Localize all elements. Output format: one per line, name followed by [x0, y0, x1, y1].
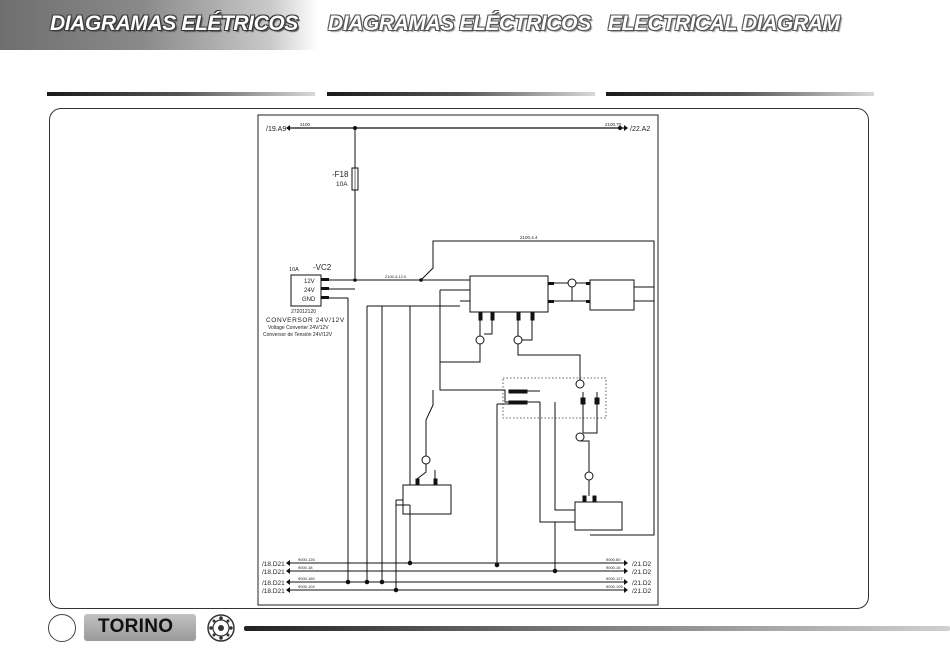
footer-band: [84, 614, 196, 641]
converter-name: -VC2: [313, 263, 332, 272]
ref-left-4: /18.D21: [262, 588, 285, 595]
load-left: [395, 306, 452, 515]
header-tab: [0, 0, 318, 50]
brand-logo-icon: [207, 614, 235, 642]
wire-mid: 2100.4.4: [520, 235, 538, 240]
bus-arrows: [286, 560, 628, 593]
ref-left-1: /18.D21: [262, 561, 285, 568]
load-right: [496, 402, 623, 565]
fuse-name: -F18: [332, 170, 349, 179]
ref-left-2: /18.D21: [262, 569, 285, 576]
converter-rating: 10A: [289, 267, 299, 273]
fuse-rating: 10A: [336, 181, 348, 188]
ref-right-3: /21.D2: [632, 580, 652, 587]
converter-label-pt: CONVERSOR 24V/12V: [266, 317, 345, 324]
converter-pin-gnd: GND: [302, 297, 316, 303]
wire-left-4: 9000.104: [298, 584, 315, 589]
title-en: ELECTRICAL DIAGRAM: [608, 12, 840, 35]
ref-right-2: /21.D2: [632, 569, 652, 576]
footer-circle: [48, 614, 76, 642]
converter-code: 272012120: [291, 309, 316, 315]
wire-right-3: 9000.127: [606, 576, 623, 581]
ref-top-right: /22.A2: [630, 126, 650, 133]
header-rule-2: [327, 92, 595, 96]
wire-conv: 2100.4.12.0: [385, 274, 407, 279]
wire-left-3: 9000.160: [298, 576, 315, 581]
module-pins: [439, 311, 581, 393]
ref-right-4: /21.D2: [632, 588, 652, 595]
wire-right-2: 9000.16: [606, 565, 621, 570]
header-rule-1: [47, 92, 315, 96]
top-bus: [286, 125, 628, 131]
header-rule-3: [606, 92, 874, 96]
wire-left-1: 9000.126: [298, 557, 315, 562]
diagram-frame: [49, 108, 869, 609]
module-central: [366, 275, 654, 582]
wire-top-left: 2100: [300, 122, 311, 127]
converter-pin-24v: 24V: [304, 288, 315, 294]
converter-label-es: Conversor de Tensión 24V/12V: [263, 332, 333, 338]
sheet-border: [257, 114, 659, 606]
bottom-buses: [290, 562, 624, 591]
ref-left-3: /18.D21: [262, 580, 285, 587]
title-pt: DIAGRAMAS ELÉTRICOS: [50, 12, 298, 35]
footer-rule: [244, 626, 950, 631]
footer-model: TORINO: [98, 616, 174, 637]
wire-right-4: 9000.105: [606, 584, 623, 589]
upper-loop: [420, 240, 655, 536]
wire-top-right: 2100.70: [605, 122, 622, 127]
converter-vc2: [290, 274, 470, 582]
wire-right-1: 9000.60: [606, 557, 621, 562]
fuse-f18: [351, 128, 359, 278]
ref-top-left: /19.A9: [266, 126, 286, 133]
converter-pin-12v: 12V: [304, 279, 315, 285]
bottom-bus-drops: [345, 306, 558, 593]
connector-xcm: [504, 379, 600, 442]
connector-region: [502, 377, 607, 419]
title-es: DIAGRAMAS ELÉCTRICOS: [328, 12, 591, 35]
ref-right-1: /21.D2: [632, 561, 652, 568]
converter-label-en: Voltage Converter 24V/12V: [268, 325, 329, 331]
wire-left-2: 9000.18: [298, 565, 313, 570]
